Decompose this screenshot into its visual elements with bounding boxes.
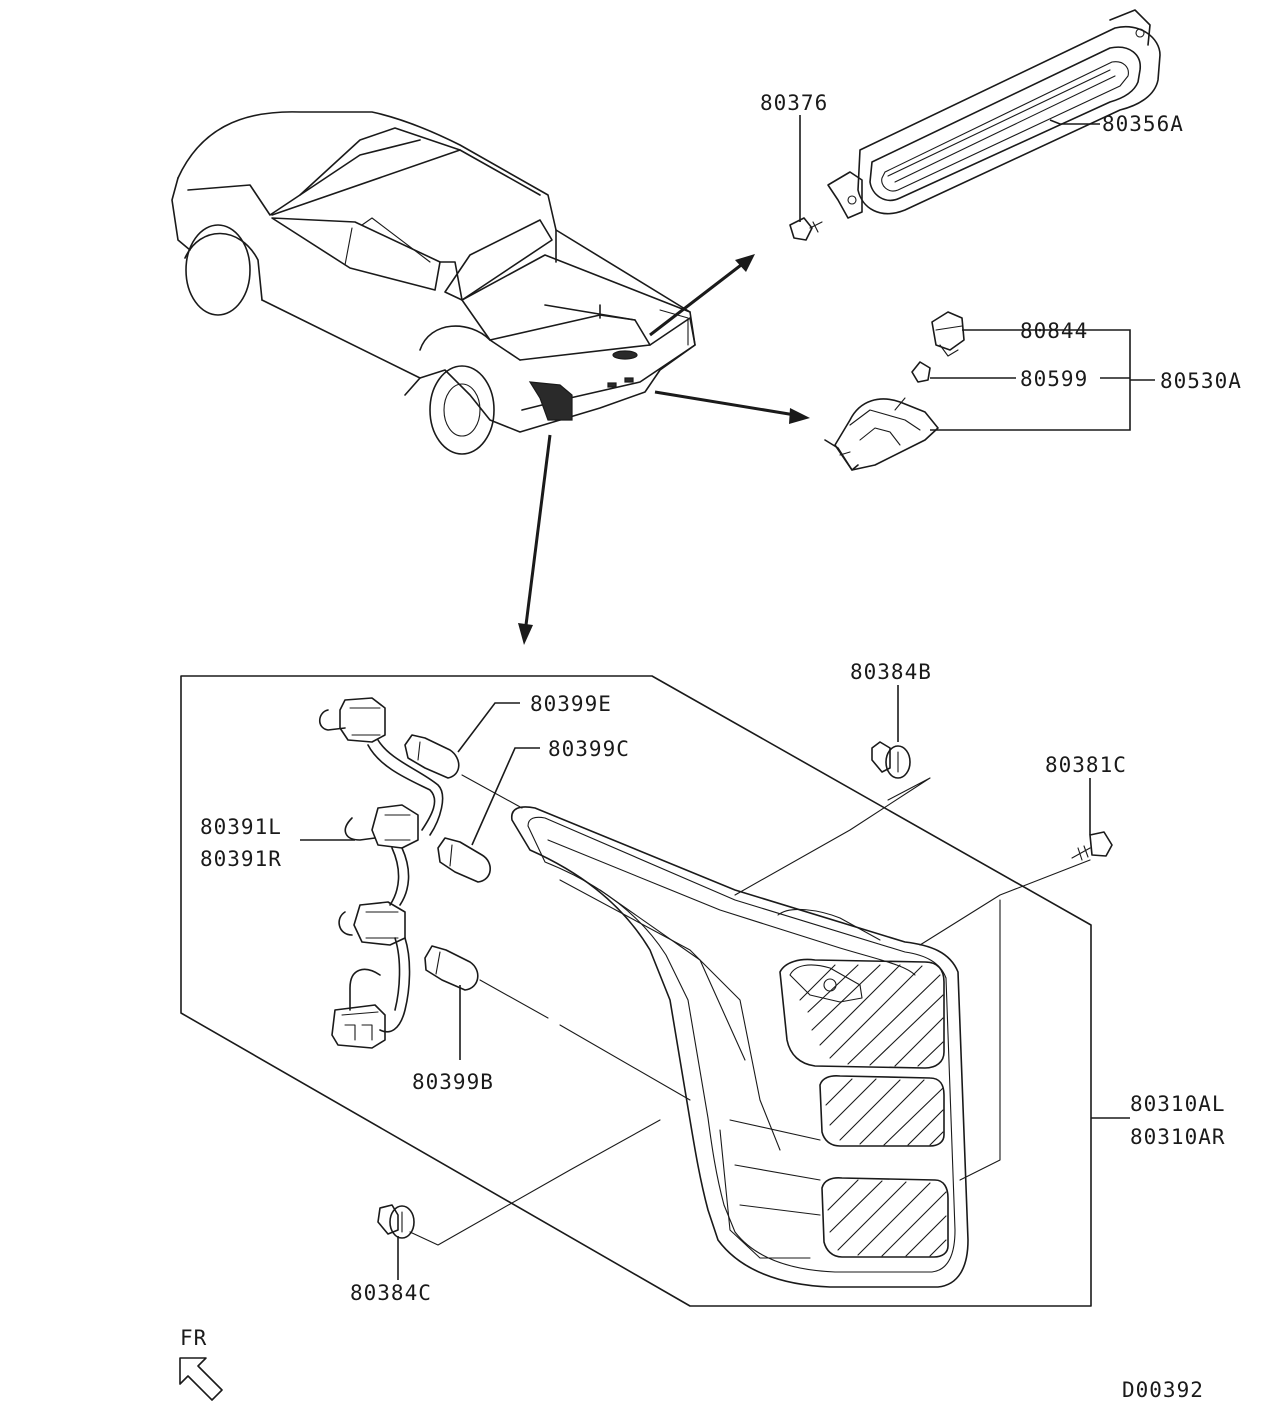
license-plate-lamp-assembly	[824, 311, 965, 471]
front-direction-indicator: FR	[179, 1326, 223, 1401]
pickup-truck-illustration	[171, 111, 696, 455]
screw-80381C-icon	[1071, 831, 1113, 861]
label-80391L: 80391L	[200, 815, 282, 839]
bulb-80399B-icon	[424, 945, 479, 991]
label-80530A: 80530A	[1160, 369, 1242, 393]
label-80381C: 80381C	[1045, 753, 1127, 777]
label-80356A: 80356A	[1102, 112, 1184, 136]
label-80310AL: 80310AL	[1130, 1092, 1226, 1116]
label-80844: 80844	[1020, 319, 1088, 343]
tail-lamp-housing	[510, 806, 969, 1288]
callout-arrows	[518, 254, 810, 645]
socket-harness-80391	[318, 697, 444, 1049]
bulb-80399E-icon	[404, 734, 460, 779]
label-80399C: 80399C	[548, 737, 630, 761]
label-80384B: 80384B	[850, 660, 932, 684]
bulb-80399C-icon	[437, 837, 491, 883]
direction-label: FR	[180, 1326, 207, 1350]
label-80391R: 80391R	[200, 847, 282, 871]
tail-lamp-box	[180, 675, 1092, 1307]
label-80376: 80376	[760, 91, 828, 115]
clip-80384C-icon	[377, 1204, 415, 1239]
label-80384C: 80384C	[350, 1281, 432, 1305]
label-80399B: 80399B	[412, 1070, 494, 1094]
screw-80376-icon	[789, 217, 823, 241]
clip-80384B-icon	[871, 741, 911, 779]
high-mount-stop-lamp	[827, 9, 1161, 219]
label-80399E: 80399E	[530, 692, 612, 716]
diagram-code: D00392	[1122, 1378, 1204, 1402]
label-80599: 80599	[1020, 367, 1088, 391]
label-80310AR: 80310AR	[1130, 1125, 1226, 1149]
leader-lines	[300, 115, 1155, 1280]
front-direction-arrow-icon	[179, 1357, 223, 1401]
